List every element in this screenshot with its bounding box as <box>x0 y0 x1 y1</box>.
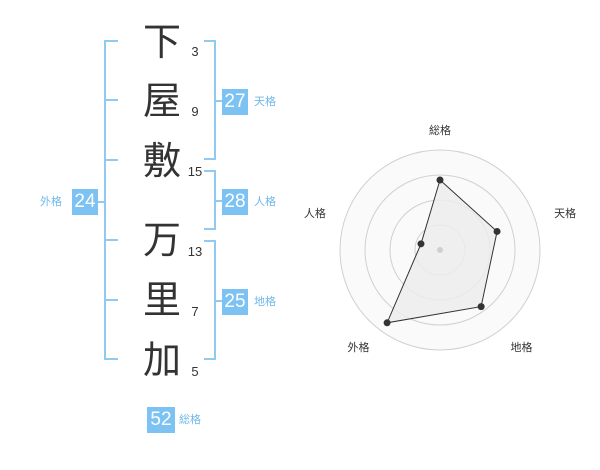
radar-axis-label-5: 人格 <box>304 206 326 220</box>
jinkaku-label: 人格 <box>254 195 276 208</box>
radar-axis-label-2: 天格 <box>554 206 576 220</box>
radar-point-2 <box>493 227 501 235</box>
tenkaku-value: 27 <box>222 89 248 115</box>
soukaku-label: 総格 <box>179 413 201 426</box>
radar-center <box>437 247 443 253</box>
chikaku-label: 地格 <box>254 295 276 308</box>
kanji-1: 下 <box>142 20 181 64</box>
radar-point-4 <box>383 319 391 327</box>
stroke-count-5: 7 <box>191 304 199 319</box>
stroke-count-4: 13 <box>187 244 203 259</box>
radar-axis-label-4: 外格 <box>348 340 370 354</box>
jinkaku-value: 28 <box>222 189 248 215</box>
kanji-2: 屋 <box>142 79 181 123</box>
kanji-5: 里 <box>142 278 181 322</box>
radar-axis-label-3: 地格 <box>511 340 533 354</box>
radar-ring <box>364 174 516 326</box>
stroke-count-3: 15 <box>187 164 203 179</box>
radar-axis-label-1: 総格 <box>429 123 451 137</box>
tenkaku-label: 天格 <box>254 95 276 108</box>
radar-point-5 <box>417 240 425 248</box>
radar-point-3 <box>477 303 485 311</box>
stroke-count-2: 9 <box>191 104 199 119</box>
stroke-count-1: 3 <box>191 44 199 59</box>
gaikaku-label: 外格 <box>40 195 62 208</box>
kanji-6: 加 <box>142 338 181 382</box>
chikaku-value: 25 <box>222 289 248 315</box>
gaikaku-value: 24 <box>72 189 98 215</box>
soukaku-value: 52 <box>147 407 175 433</box>
stroke-count-6: 5 <box>191 364 199 379</box>
kanji-4: 万 <box>142 218 181 262</box>
kanji-3: 敷 <box>142 139 181 183</box>
radar-point-1 <box>436 176 444 184</box>
